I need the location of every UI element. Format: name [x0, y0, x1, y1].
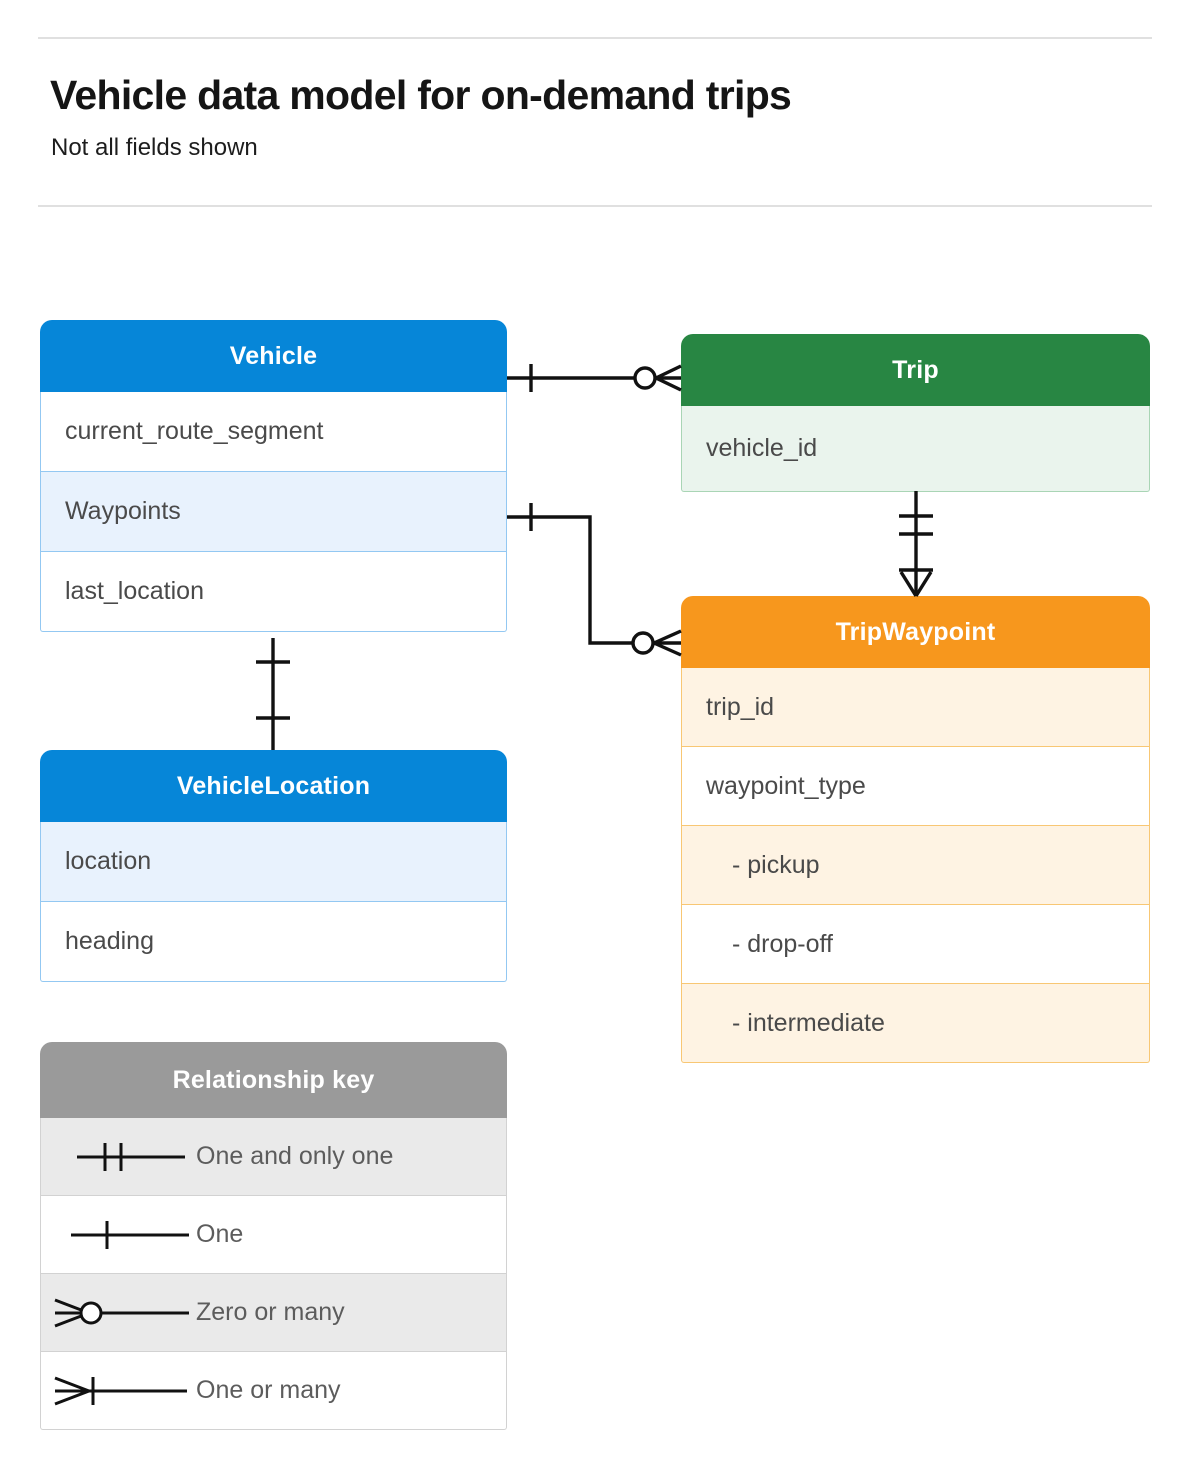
- relationship-vehicle-trip: [507, 364, 682, 392]
- legend-item-one-and-only-one: One and only one: [40, 1118, 507, 1196]
- one-icon: [41, 1215, 196, 1255]
- page-subtitle: Not all fields shown: [51, 134, 258, 161]
- relationship-waypoints-tripwaypoint: [507, 503, 682, 657]
- entity-tripwaypoint-value-pickup[interactable]: - pickup: [681, 826, 1150, 905]
- entity-vehiclelocation-header: VehicleLocation: [40, 750, 507, 822]
- top-divider: [38, 37, 1152, 39]
- legend-item-label: One and only one: [196, 1142, 394, 1170]
- entity-vehicle-field-waypoints[interactable]: Waypoints: [40, 472, 507, 552]
- legend-title: Relationship key: [40, 1042, 507, 1118]
- entity-tripwaypoint-field-waypoint-type[interactable]: waypoint_type: [681, 747, 1150, 826]
- entity-vehicle-field-current-route-segment[interactable]: current_route_segment: [40, 392, 507, 472]
- entity-trip-field-vehicle-id[interactable]: vehicle_id: [681, 406, 1150, 492]
- one-and-only-one-icon: [41, 1137, 196, 1177]
- entity-tripwaypoint-field-trip-id[interactable]: trip_id: [681, 668, 1150, 747]
- entity-tripwaypoint-value-drop-off[interactable]: - drop-off: [681, 905, 1150, 984]
- entity-tripwaypoint-header: TripWaypoint: [681, 596, 1150, 668]
- legend-item-one-or-many: One or many: [40, 1352, 507, 1430]
- entity-vehicle-field-last-location[interactable]: last_location: [40, 552, 507, 632]
- zero-or-many-icon: [41, 1293, 196, 1333]
- entity-vehiclelocation[interactable]: VehicleLocation location heading: [40, 750, 507, 982]
- legend-item-label: Zero or many: [196, 1298, 345, 1326]
- legend-item-zero-or-many: Zero or many: [40, 1274, 507, 1352]
- entity-vehiclelocation-field-location[interactable]: location: [40, 822, 507, 902]
- entity-vehiclelocation-field-heading[interactable]: heading: [40, 902, 507, 982]
- one-or-many-icon: [41, 1371, 196, 1411]
- entity-vehicle-header: Vehicle: [40, 320, 507, 392]
- entity-vehicle[interactable]: Vehicle current_route_segment Waypoints …: [40, 320, 507, 632]
- entity-trip-header: Trip: [681, 334, 1150, 406]
- page-title: Vehicle data model for on-demand trips: [50, 72, 792, 118]
- entity-tripwaypoint-value-intermediate[interactable]: - intermediate: [681, 984, 1150, 1063]
- relationship-vehicle-vehiclelocation: [256, 638, 290, 750]
- header-divider: [38, 205, 1152, 207]
- legend-item-one: One: [40, 1196, 507, 1274]
- legend-relationship-key: Relationship key One and only one One: [40, 1042, 507, 1430]
- relationship-trip-tripwaypoint: [899, 491, 933, 597]
- legend-item-label: One: [196, 1220, 244, 1248]
- legend-item-label: One or many: [196, 1376, 341, 1404]
- entity-tripwaypoint[interactable]: TripWaypoint trip_id waypoint_type - pic…: [681, 596, 1150, 1063]
- entity-trip[interactable]: Trip vehicle_id: [681, 334, 1150, 492]
